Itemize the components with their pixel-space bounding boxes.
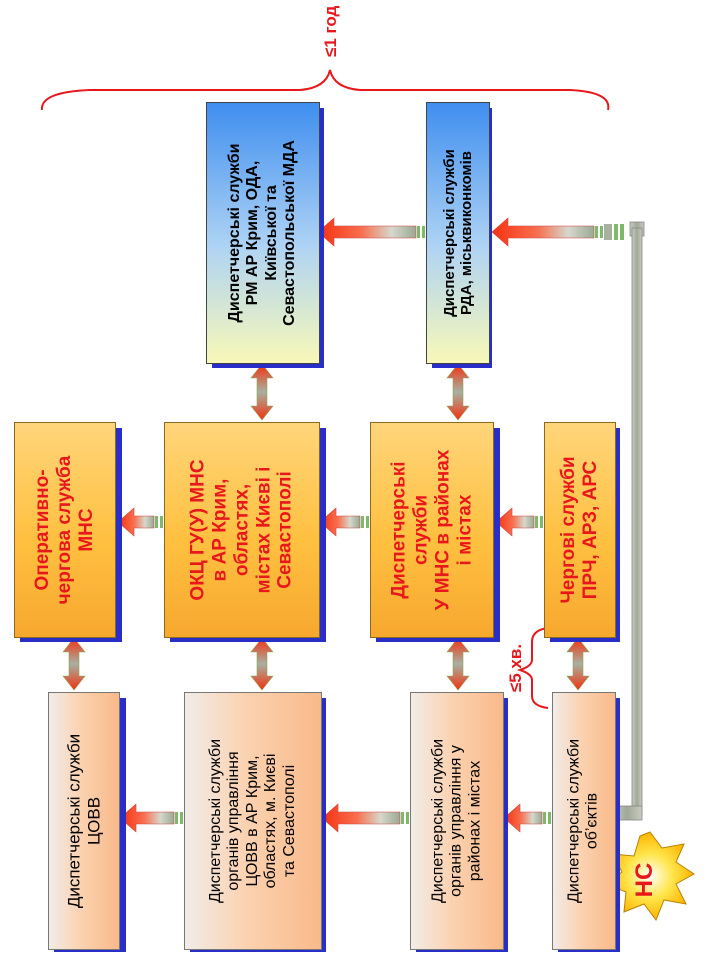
explosion-icon: НС xyxy=(604,831,695,922)
arrow-pipe-to-rda xyxy=(491,217,603,247)
arrow-rmoda-okc xyxy=(250,363,274,421)
arrow-objects-to-tsovvdist xyxy=(503,803,551,833)
top-brace xyxy=(40,69,610,111)
time-label-mid: ≤5 хв. xyxy=(506,643,525,693)
arrow-tsovvdist-to-tsovvreg xyxy=(321,803,409,833)
arrow-mnsduty-tsovv xyxy=(62,637,86,691)
arrow-duty-objects xyxy=(566,637,590,691)
event-label: НС xyxy=(631,863,658,898)
arrow-okc-to-mnsduty xyxy=(117,507,163,537)
time-label-top: ≤1 год xyxy=(321,5,340,57)
arrow-okc-tsovvreg xyxy=(250,637,274,691)
arrow-rda-mnsdistrict xyxy=(446,363,470,421)
arrow-tsovvreg-to-tsovv xyxy=(119,803,183,833)
arrow-duty-to-mnsdistrict xyxy=(495,507,543,537)
arrow-mnsdistrict-tsovvdist xyxy=(446,637,470,691)
mid-brace xyxy=(516,627,549,709)
arrow-mnsdistrict-to-okc xyxy=(319,507,369,537)
arrows-layer xyxy=(62,217,603,833)
arrow-rda-to-rmoda xyxy=(317,217,425,247)
